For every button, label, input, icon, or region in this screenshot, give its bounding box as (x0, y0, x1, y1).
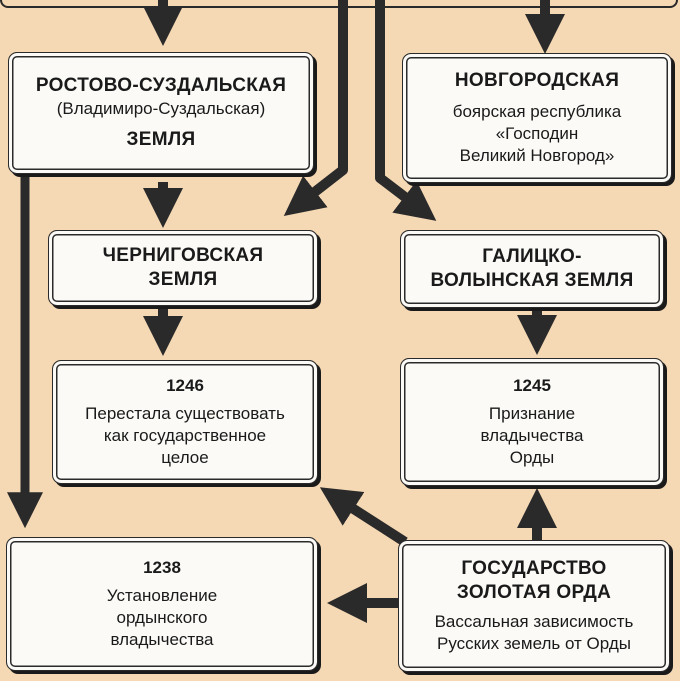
horde-line2: Русских земель от Орды (437, 634, 631, 653)
rostov-title: РОСТОВО-СУЗДАЛЬСКАЯ (35, 75, 287, 96)
novgorod-box: НОВГОРОДСКАЯ боярская республика «Господ… (402, 53, 672, 183)
novgorod-line3: Великий Новгород» (459, 146, 615, 165)
year-1246: 1246 (166, 376, 204, 395)
novgorod-line2: «Господин (495, 124, 579, 143)
golden-horde-box: ГОСУДАРСТВО ЗОЛОТАЯ ОРДА Вассальная зави… (398, 540, 670, 672)
rostov-subtitle: (Владимиро-Суздальская) (56, 99, 266, 118)
arrow-horde-to-1246 (319, 487, 408, 547)
box-1245: 1245 Признание владычества Орды (400, 358, 664, 486)
chernigov-box: ЧЕРНИГОВСКАЯ ЗЕМЛЯ (48, 230, 318, 306)
rostov-tail: ЗЕМЛЯ (126, 129, 196, 150)
horde-line1: Вассальная зависимость (434, 612, 634, 631)
chernigov-line2: ЗЕМЛЯ (148, 269, 218, 290)
novgorod-title: НОВГОРОДСКАЯ (454, 70, 620, 91)
text-1245-line1: Признание (488, 404, 576, 423)
text-1246-line1: Перестала существовать (85, 404, 285, 423)
year-1238: 1238 (143, 558, 181, 577)
text-1238-line2: ордынского (116, 608, 208, 627)
arrow-top-to-galich (375, 0, 437, 221)
text-1238-line1: Установление (106, 586, 218, 605)
text-1246-line3: целое (161, 448, 209, 467)
galich-line2: ВОЛЫНСКАЯ ЗЕМЛЯ (430, 270, 634, 291)
box-1246: 1246 Перестала существовать как государс… (52, 360, 318, 484)
horde-title2: ЗОЛОТАЯ ОРДА (456, 582, 612, 603)
box-1238: 1238 Установление ордынского владычества (6, 537, 318, 671)
galich-volyn-box: ГАЛИЦКО- ВОЛЫНСКАЯ ЗЕМЛЯ (400, 230, 664, 308)
arrow-top-to-chernigov (283, 0, 348, 217)
chernigov-line1: ЧЕРНИГОВСКАЯ (102, 245, 264, 266)
text-1245-line2: владычества (480, 426, 584, 445)
text-1238-line3: владычества (110, 630, 214, 649)
text-1245-line3: Орды (509, 448, 555, 467)
galich-line1: ГАЛИЦКО- (482, 246, 582, 267)
text-1246-line2: как государственное (103, 426, 267, 445)
year-1245: 1245 (513, 376, 551, 395)
rostov-suzdal-box: РОСТОВО-СУЗДАЛЬСКАЯ (Владимиро-Суздальск… (8, 52, 314, 174)
horde-title1: ГОСУДАРСТВО (461, 558, 607, 579)
novgorod-line1: боярская республика (452, 102, 622, 121)
